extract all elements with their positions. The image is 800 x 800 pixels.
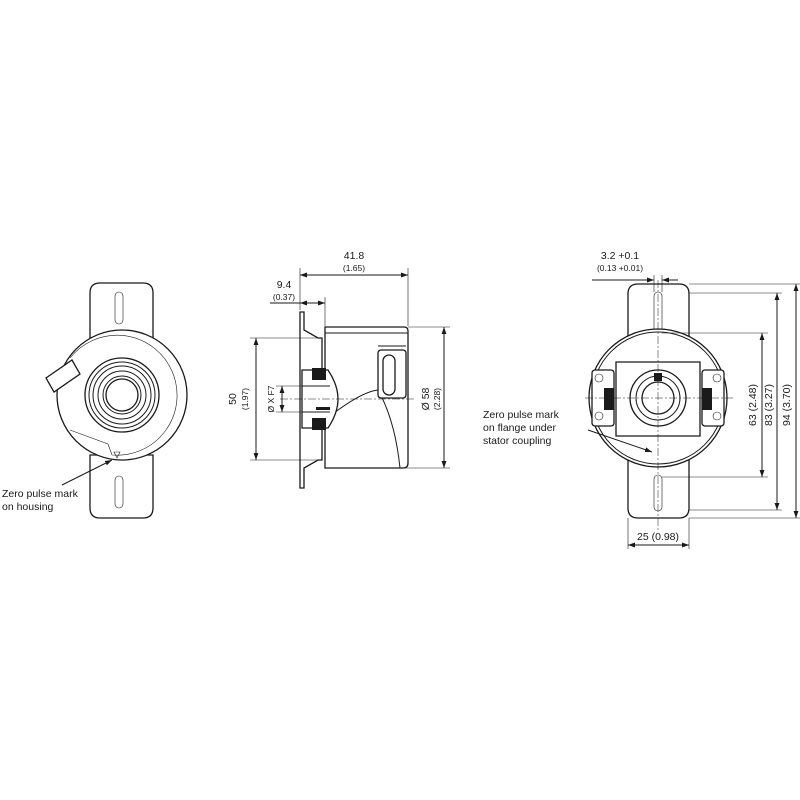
rear-view-right: Zero pulse mark on flange under stator c… <box>483 250 800 549</box>
rear-lower-arm <box>627 454 690 519</box>
dim-9-label: 9.4 <box>277 279 292 291</box>
clamp-screw-bottom <box>312 418 326 430</box>
rear-note-line2: on flange under <box>483 422 556 434</box>
left-note-line1: Zero pulse mark <box>2 488 79 500</box>
dim-25-label: 25 (0.98) <box>637 531 679 543</box>
dim-bore-label: Ø X F7 <box>266 385 276 412</box>
left-note-leader <box>61 459 113 486</box>
screw-bottom-right-icon <box>712 411 722 421</box>
screw-top-right-icon <box>712 373 722 383</box>
dim-9-label-in: (0.37) <box>273 292 295 302</box>
side-view-middle: 41.8 (1.65) 9.4 (0.37) 50 (1.97) Ø X F7 … <box>227 250 450 489</box>
hub-ring-2 <box>92 365 152 425</box>
dim-41-label: 41.8 <box>344 250 365 262</box>
rear-bracket-left-block <box>604 388 614 410</box>
clamp-screw-top <box>312 368 326 380</box>
zero-pulse-mark-icon <box>113 451 121 459</box>
left-note-line2: on housing <box>2 501 54 513</box>
screw-top-left-icon <box>594 373 604 383</box>
dim-58-label: Ø 58 <box>420 387 432 410</box>
upper-coupling-arm <box>89 282 154 346</box>
dim-50-label: 50 <box>227 393 239 405</box>
lower-coupling-arm <box>89 454 154 519</box>
rear-key <box>654 373 662 381</box>
dim-41-label-in: (1.65) <box>343 263 365 273</box>
clamp-tab <box>45 359 81 393</box>
connector-pin <box>382 354 396 396</box>
dim-94-label: 94 (3.70) <box>781 384 793 426</box>
dim-50-label-in: (1.97) <box>240 388 250 410</box>
rear-note-leader <box>587 429 653 453</box>
rear-upper-arm <box>627 283 690 346</box>
screw-bottom-left-icon <box>594 411 604 421</box>
rear-note-line3: stator coupling <box>483 435 551 447</box>
dim-63-label: 63 (2.48) <box>747 384 759 426</box>
dim-slot-label: 3.2 +0.1 <box>601 250 639 262</box>
hub-bore <box>105 378 139 412</box>
hub-ring-4 <box>102 375 142 415</box>
dim-slot-label-in: (0.13 +0.01) <box>597 263 643 273</box>
dim-83-label: 83 (3.27) <box>763 384 775 426</box>
hub-ring-1 <box>88 361 156 429</box>
housing-cutout <box>69 334 178 456</box>
rear-bracket-right-block <box>702 388 712 410</box>
hub-ring-3 <box>97 370 147 420</box>
dim-58-label-in: (2.28) <box>432 388 442 410</box>
rear-note-line1: Zero pulse mark <box>483 409 560 421</box>
key-slot <box>316 407 330 410</box>
upper-slot <box>114 291 124 325</box>
front-view-left: Zero pulse mark on housing <box>2 282 188 519</box>
lower-slot <box>114 475 124 509</box>
